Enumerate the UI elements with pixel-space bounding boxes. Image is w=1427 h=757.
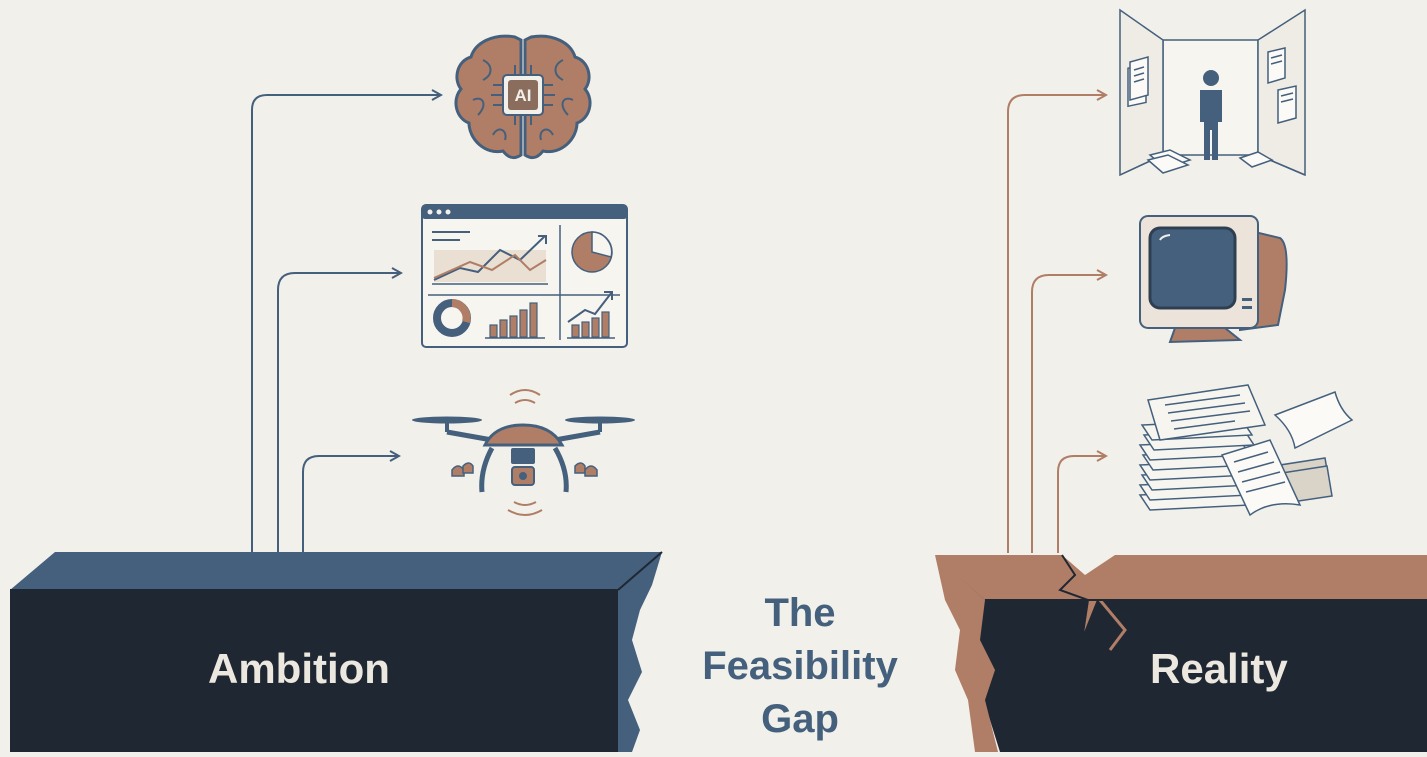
empty-room-person-icon — [1119, 8, 1306, 177]
ambition-label: Ambition — [208, 645, 390, 692]
arrow-to-dashboard — [277, 273, 400, 553]
reality-label: Reality — [1150, 645, 1288, 692]
gap-title-line-3: Gap — [761, 697, 839, 741]
ambition-cliff — [10, 551, 663, 752]
gap-title-line-2: Feasibility — [702, 644, 898, 688]
reality-cliff — [935, 554, 1427, 752]
arrow-to-papers — [1057, 456, 1105, 553]
drone-icon — [412, 389, 635, 516]
arrow-to-ai — [251, 95, 440, 553]
old-crt-computer-icon — [1139, 215, 1288, 344]
arrow-to-computer — [1031, 275, 1105, 553]
gap-title-line-1: The — [764, 591, 836, 635]
paper-stack-icon — [1138, 384, 1354, 517]
feasibility-gap-title: The Feasibility Gap — [700, 587, 900, 746]
reality-arrows — [1007, 95, 1105, 553]
ai-chip-label: AI — [515, 86, 532, 105]
arrow-to-room — [1007, 95, 1105, 553]
ambition-arrows — [251, 95, 440, 553]
ai-brain-icon: AI — [454, 34, 592, 160]
analytics-dashboard-icon — [421, 204, 628, 348]
arrow-to-drone — [302, 456, 398, 553]
